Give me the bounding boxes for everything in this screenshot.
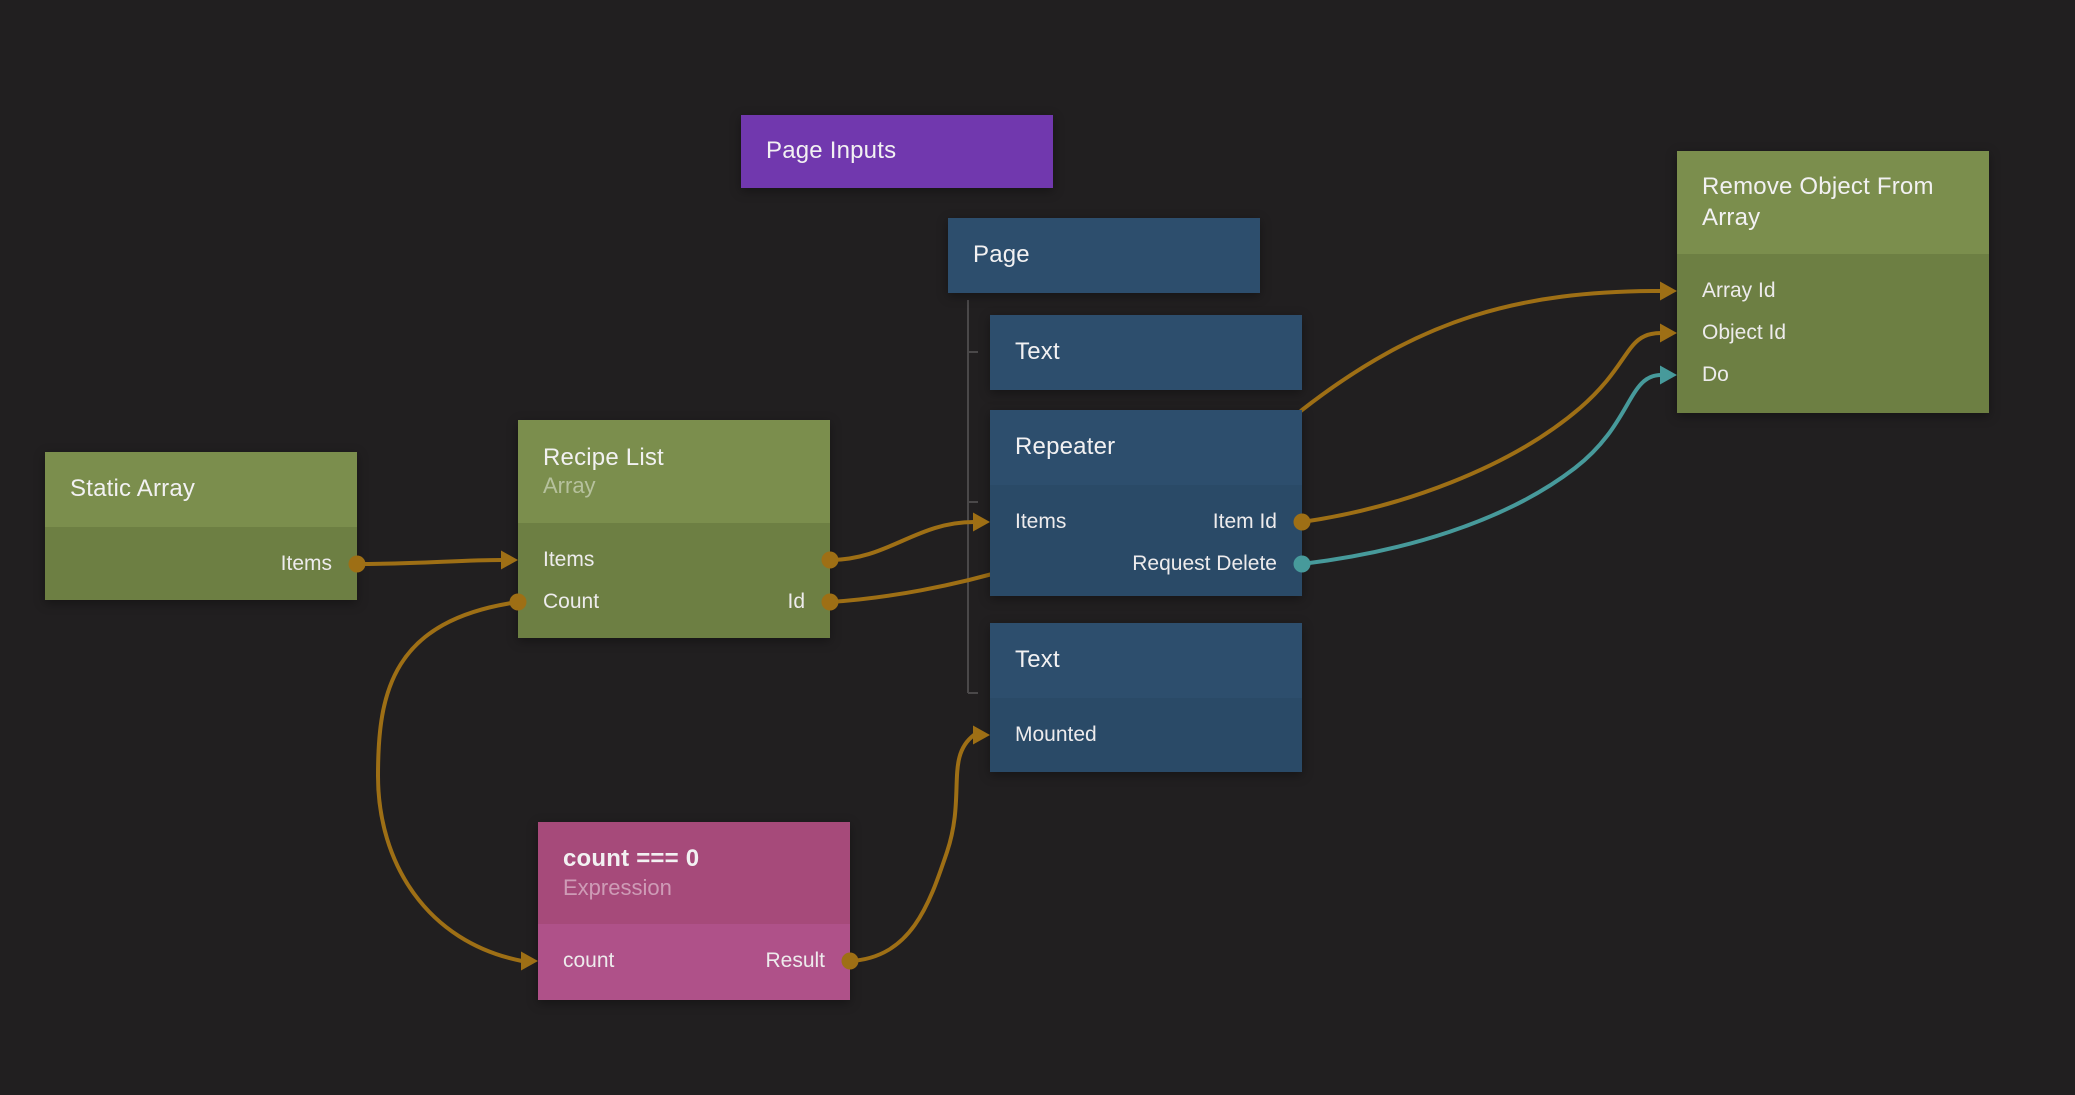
node-ports: Mounted — [990, 698, 1302, 756]
node-header[interactable]: Text — [990, 315, 1302, 390]
input-port-label[interactable]: Do — [1702, 363, 1729, 386]
node-subtitle: Expression — [563, 874, 672, 900]
node-title: Repeater — [1015, 433, 1116, 461]
input-port-label[interactable]: Items — [1015, 510, 1067, 533]
node-header[interactable]: Remove Object From Array — [1677, 151, 1989, 254]
wire-arrowhead-icon[interactable] — [1660, 323, 1677, 343]
output-port-dot[interactable] — [841, 952, 859, 970]
node-title: Page Inputs — [766, 137, 897, 165]
node-title: Text — [1015, 646, 1060, 674]
node-header[interactable]: Repeater — [990, 410, 1302, 485]
input-port-label[interactable]: Count — [543, 590, 600, 613]
wire-static-array-items-to-recipe-list-items[interactable] — [355, 558, 504, 566]
node-header[interactable]: Page — [948, 218, 1260, 293]
output-port-dot[interactable] — [509, 593, 527, 611]
node-title: Remove Object From Array — [1702, 173, 1934, 231]
input-port-label[interactable]: Object Id — [1702, 321, 1787, 344]
wire-recipe-list-count-to-expression-count[interactable] — [375, 600, 524, 963]
output-port-label[interactable]: Result — [765, 949, 825, 972]
input-port-label[interactable]: count — [563, 949, 615, 972]
node-header[interactable]: Text — [990, 623, 1302, 698]
output-port-label[interactable]: Id — [787, 590, 805, 613]
node-page[interactable]: Page — [948, 218, 1260, 293]
node-title: Text — [1015, 338, 1060, 366]
port-row: Items — [518, 539, 830, 581]
wire-arrowhead-icon[interactable] — [1660, 281, 1677, 301]
node-subtitle: Array — [543, 473, 596, 499]
node-ports: count Result — [538, 924, 850, 982]
wire-arrowhead-icon[interactable] — [521, 951, 538, 971]
output-port-label[interactable]: Items — [280, 552, 332, 575]
input-port-label[interactable]: Array Id — [1702, 279, 1776, 302]
node-title: Recipe List — [543, 443, 664, 471]
port-row: Request Delete — [990, 543, 1302, 585]
input-port-label[interactable]: Mounted — [1015, 723, 1097, 746]
output-port-dot[interactable] — [1293, 555, 1311, 573]
port-row: Items — [45, 543, 357, 585]
wire-arrowhead-icon[interactable] — [973, 512, 990, 532]
port-row: count Result — [538, 940, 850, 982]
port-row: Items Item Id — [990, 501, 1302, 543]
node-ports: Array Id Object Id Do — [1677, 254, 1989, 396]
node-title: count === 0 — [563, 845, 700, 873]
port-row: Count Id — [518, 581, 830, 623]
output-port-label[interactable]: Item Id — [1212, 510, 1277, 533]
output-port-dot[interactable] — [821, 551, 839, 569]
node-ports: Items Item Id Request Delete — [990, 485, 1302, 585]
port-row: Do — [1677, 354, 1989, 396]
wire-repeater-item-id-to-remove-object-id[interactable] — [1300, 331, 1663, 524]
output-port-dot[interactable] — [1293, 513, 1311, 531]
wire-expression-result-to-text-mounted[interactable] — [848, 733, 976, 963]
node-text-1[interactable]: Text — [990, 315, 1302, 390]
port-row: Object Id — [1677, 312, 1989, 354]
wire-recipe-list-items-to-repeater-items[interactable] — [828, 520, 976, 562]
wire-arrowhead-icon[interactable] — [501, 550, 518, 570]
wire-arrowhead-icon[interactable] — [1660, 365, 1677, 385]
node-page-inputs[interactable]: Page Inputs — [741, 115, 1053, 188]
port-row: Array Id — [1677, 270, 1989, 312]
wire-repeater-request-delete-to-remove-do[interactable] — [1300, 373, 1663, 566]
output-port-label[interactable]: Request Delete — [1132, 552, 1277, 575]
output-port-dot[interactable] — [821, 593, 839, 611]
output-port-dot[interactable] — [348, 555, 366, 573]
node-title: Page — [973, 241, 1030, 269]
node-title: Static Array — [70, 475, 196, 503]
port-row: Mounted — [990, 714, 1302, 756]
input-port-label[interactable]: Items — [543, 548, 595, 571]
node-header[interactable]: Page Inputs — [741, 115, 1053, 188]
node-header[interactable]: Static Array — [45, 452, 357, 527]
node-ports: Items — [45, 527, 357, 585]
wire-arrowhead-icon[interactable] — [973, 725, 990, 745]
